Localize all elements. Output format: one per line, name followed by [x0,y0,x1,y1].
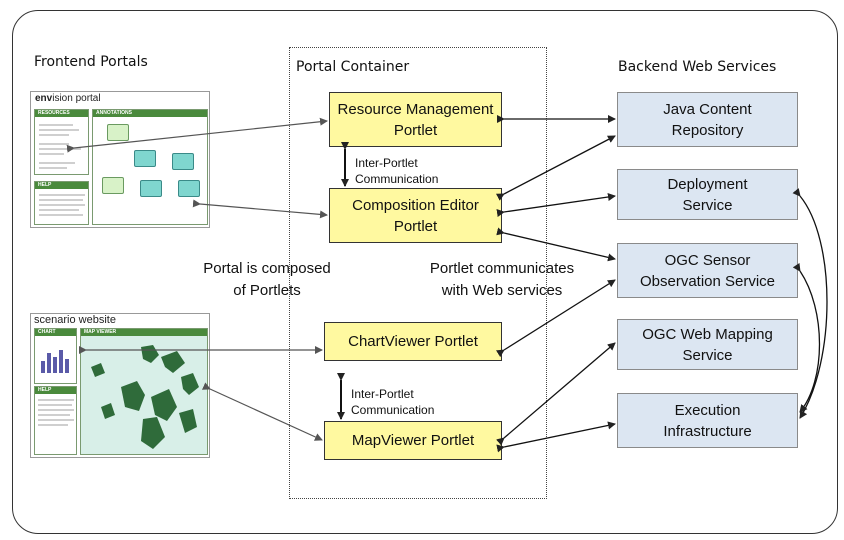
mapviewer-execution-arrow [496,421,616,453]
chart-bar [59,350,63,373]
workflow-node [172,153,194,170]
workflow-node [102,177,124,194]
sos-execution-arrow [792,262,821,413]
map-islands [91,345,199,449]
deployment-execution-arrow [792,188,828,419]
scenario-help-header: HELP [35,387,76,394]
chart-pane-header: CHART [35,329,76,336]
mapviewer-wms-arrow [496,342,616,446]
mapviewer-portlet: MapViewer Portlet [324,421,502,460]
composition-sos-arrow [496,227,616,262]
portal-container-box [289,47,547,499]
annotations-pane-header: ANNOTATIONS [93,110,207,117]
frontend-portals-title: Frontend Portals [34,54,148,70]
envision-portal-thumbnail: envision portal RESOURCES HELP ANNOTATIO… [30,91,210,228]
diagram-frame [12,10,838,534]
composition-deployment-arrow [496,193,616,217]
envision-help-header: HELP [35,182,88,189]
chart-bar [47,353,51,373]
envision-resource-arrow [66,117,328,153]
envision-logo: envision portal [35,93,101,104]
envision-help-pane: HELP [34,181,89,225]
backend-services-title: Backend Web Services [618,59,777,75]
map-viewer-header: MAP VIEWER [81,329,207,336]
chart-bar [41,361,45,373]
map-mapviewer-arrow [201,382,323,441]
scenario-website-thumbnail: scenario website CHART HELP MAP VIEWER [30,313,210,458]
chart-bar [65,359,69,373]
chartviewer-portlet: ChartViewer Portlet [324,322,502,361]
portal-container-title: Portal Container [296,59,410,75]
workflow-node [140,180,162,197]
chart-pane: CHART [34,328,77,384]
workflow-node [178,180,200,197]
chart-bar [53,357,57,373]
resources-pane-header: RESOURCES [35,110,88,117]
scenario-help-pane: HELP [34,386,77,455]
scenario-website-title: scenario website [34,314,116,326]
composition-jcr-arrow [495,135,616,201]
envision-composition-arrow [192,199,328,219]
chartviewer-sos-arrow [495,279,616,358]
